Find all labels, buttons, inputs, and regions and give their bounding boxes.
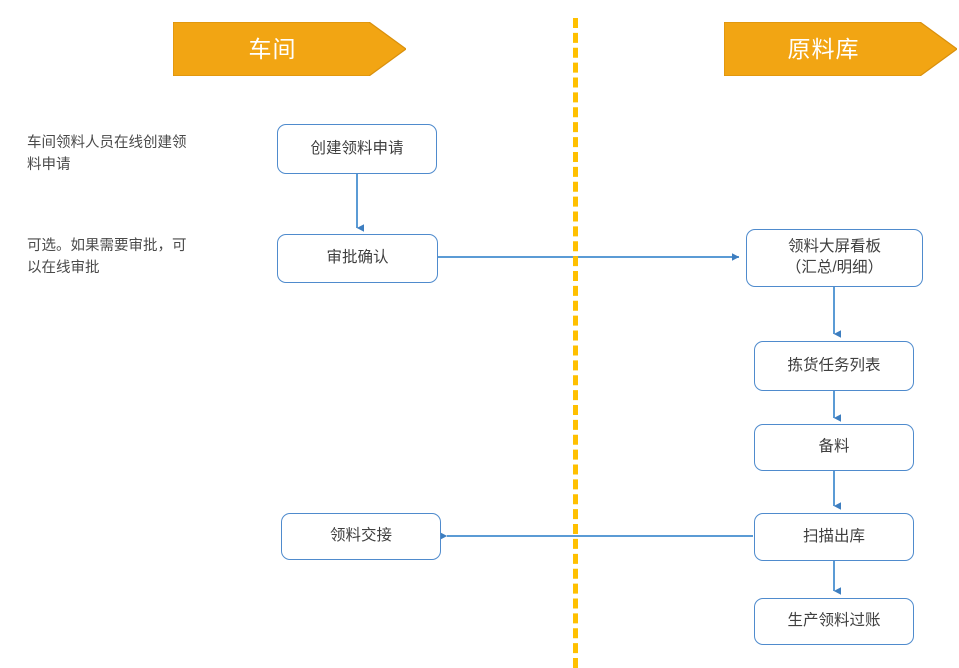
lane-banner-workshop: 车间 [173, 22, 406, 76]
banner-arrow-shape [173, 22, 406, 76]
node-create-request[interactable]: 创建领料申请 [277, 124, 437, 174]
node-approve-confirm[interactable]: 审批确认 [277, 234, 438, 283]
lane-banner-label-material-warehouse: 原料库 [787, 35, 860, 62]
node-handover[interactable]: 领料交接 [281, 513, 441, 560]
banner-arrow-shape [724, 22, 957, 76]
annotation-create-request: 车间领料人员在线创建领 料申请 [27, 135, 187, 173]
node-prepare[interactable]: 备料 [754, 424, 914, 471]
lane-divider [573, 18, 578, 668]
node-scan-out[interactable]: 扫描出库 [754, 513, 914, 561]
node-picking-list[interactable]: 拣货任务列表 [754, 341, 914, 391]
node-post-issue[interactable]: 生产领料过账 [754, 598, 914, 645]
annotation-approve-confirm: 可选。如果需要审批，可 以在线审批 [27, 238, 187, 276]
lane-banner-material-warehouse: 原料库 [724, 22, 957, 76]
node-dashboard[interactable]: 领料大屏看板 （汇总/明细） [746, 229, 923, 287]
lane-banner-label-workshop: 车间 [248, 35, 297, 62]
